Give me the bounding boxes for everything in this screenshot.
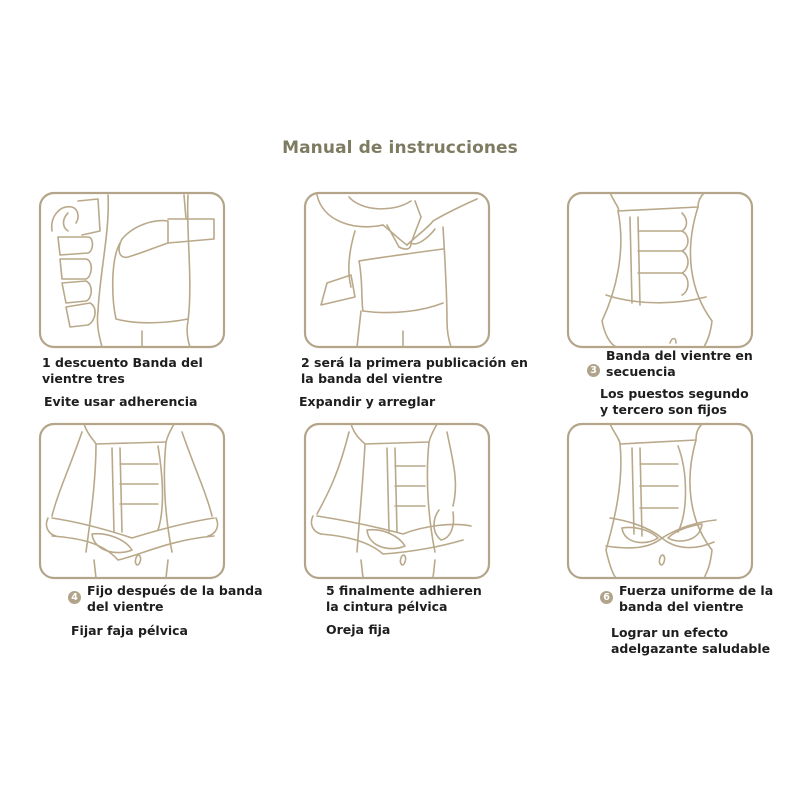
pelvic-belt-fix-illustration (38, 422, 226, 580)
step-1-subtext: Evite usar adherencia (44, 394, 198, 410)
step-6-caption: Fuerza uniforme de la banda del vientre (619, 583, 773, 615)
step-4-caption-line-2: del vientre (87, 599, 164, 614)
step-2-subtext: Expandir y arreglar (299, 394, 435, 410)
belly-band-sequence-illustration (566, 191, 754, 349)
step-3-caption: Banda del vientre en secuencia (606, 348, 753, 380)
step-3-number-badge: 3 (587, 364, 600, 377)
step-2-subtext-line-1: Expandir y arreglar (299, 394, 436, 409)
step-5-caption-line-2: la cintura pélvica (326, 599, 448, 614)
step-5-subtext: Oreja fija (326, 622, 390, 638)
step-2-illustration (303, 191, 491, 349)
step-1-caption-line-2: vientre tres (42, 371, 125, 386)
step-1-illustration (38, 191, 226, 349)
step-6-subtext-line-2: adelgazante saludable (611, 641, 771, 656)
step-4-caption: Fijo después de la banda del vientre (87, 583, 263, 615)
step-3-subtext-line-1: Los puestos segundo (600, 386, 749, 401)
step-3-subtext: Los puestos segundo y tercero son fijos (600, 386, 749, 418)
step-4-subtext-line-1: Fijar faja pélvica (71, 623, 188, 638)
step-6-subtext: Lograr un efecto adelgazante saludable (611, 625, 770, 657)
step-4-number-badge: 4 (68, 591, 81, 604)
belly-band-peel-illustration (38, 191, 226, 349)
step-3-illustration (566, 191, 754, 349)
step-5-caption: 5 finalmente adhieren la cintura pélvica (326, 583, 482, 615)
step-2-caption-line-1: 2 será la primera publicación en (301, 355, 528, 370)
step-2-caption: 2 será la primera publicación en la band… (301, 355, 528, 387)
step-6-illustration (566, 422, 754, 580)
step-4-subtext: Fijar faja pélvica (71, 623, 188, 639)
belly-band-wrap-illustration (303, 191, 491, 349)
step-3-caption-line-2: secuencia (606, 364, 676, 379)
pelvic-belt-ear-illustration (303, 422, 491, 580)
step-3-subtext-line-2: y tercero son fijos (600, 402, 727, 417)
step-6-caption-line-1: Fuerza uniforme de la (619, 583, 774, 598)
step-4-illustration (38, 422, 226, 580)
step-6-subtext-line-1: Lograr un efecto (611, 625, 729, 640)
step-1-caption: 1 descuento Banda del vientre tres (42, 355, 203, 387)
step-5-subtext-line-1: Oreja fija (326, 622, 391, 637)
step-1-caption-line-1: 1 descuento Banda del (42, 355, 203, 370)
step-5-illustration (303, 422, 491, 580)
step-4-caption-line-1: Fijo después de la banda (87, 583, 263, 598)
step-2-caption-line-2: la banda del vientre (301, 371, 443, 386)
uniform-force-illustration (566, 422, 754, 580)
step-5-caption-line-1: 5 finalmente adhieren (326, 583, 482, 598)
step-3-caption-line-1: Banda del vientre en (606, 348, 753, 363)
step-1-subtext-line-1: Evite usar adherencia (44, 394, 198, 409)
step-6-number-badge: 6 (600, 591, 613, 604)
page-title: Manual de instrucciones (282, 138, 518, 158)
step-6-caption-line-2: banda del vientre (619, 599, 744, 614)
